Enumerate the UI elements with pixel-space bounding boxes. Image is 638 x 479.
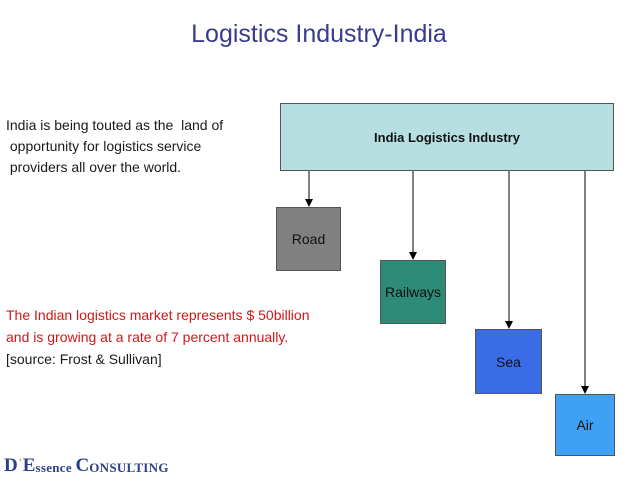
company-logo: D ' E ssence C ONSULTING bbox=[4, 454, 169, 476]
logo-d: D bbox=[4, 455, 18, 476]
railways-box: Railways bbox=[380, 260, 446, 324]
logo-ssence: ssence bbox=[35, 460, 76, 475]
air-box: Air bbox=[555, 394, 615, 456]
sea-box: Sea bbox=[475, 329, 542, 394]
india-logistics-industry-box: India Logistics Industry bbox=[280, 103, 614, 171]
intro-line: opportunity for logistics service bbox=[6, 138, 202, 154]
logo-e: E bbox=[22, 455, 36, 476]
logo-mark: ' bbox=[18, 457, 22, 469]
logo-c: C bbox=[75, 455, 90, 476]
market-text: The Indian logistics market represents $… bbox=[6, 304, 366, 370]
intro-text: India is being touted as the land of opp… bbox=[6, 115, 276, 178]
market-source: [source: Frost & Sullivan] bbox=[6, 351, 162, 367]
market-line-2: and is growing at a rate of 7 percent an… bbox=[6, 329, 289, 345]
slide-title: Logistics Industry-India bbox=[191, 20, 447, 48]
logo-onsulting: ONSULTING bbox=[89, 460, 169, 475]
road-box: Road bbox=[276, 207, 341, 271]
intro-line: providers all over the world. bbox=[6, 159, 182, 175]
intro-line: India is being touted as the land of bbox=[6, 117, 224, 133]
market-line-1: The Indian logistics market represents $… bbox=[6, 307, 310, 323]
